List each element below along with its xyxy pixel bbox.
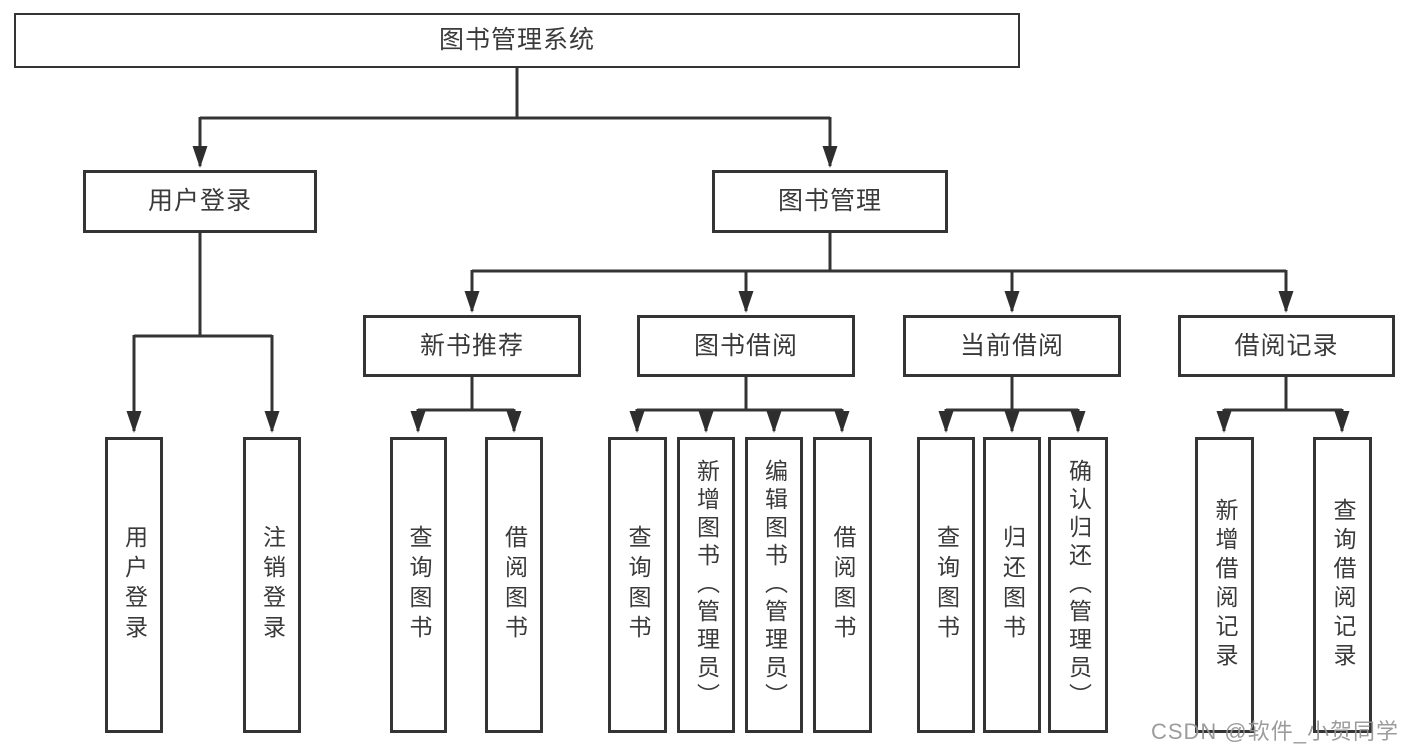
leaf-add-books-admin: 新增图书（管理员） bbox=[677, 437, 735, 733]
node-label: 查询图书 bbox=[933, 525, 960, 645]
node-label: 图书借阅 bbox=[693, 331, 798, 360]
node-label: 确认归还（管理员） bbox=[1065, 459, 1092, 711]
leaf-query-books-borrowing: 查询图书 bbox=[608, 437, 667, 733]
node-book-management: 图书管理 bbox=[712, 170, 948, 233]
leaf-borrow-books-recommend: 借阅图书 bbox=[485, 437, 543, 733]
leaf-confirm-return-admin: 确认归还（管理员） bbox=[1048, 437, 1108, 733]
leaf-query-books-current: 查询图书 bbox=[917, 437, 975, 733]
leaf-return-books: 归还图书 bbox=[983, 437, 1041, 733]
node-label: 新书推荐 bbox=[419, 331, 524, 360]
node-label: 图书管理 bbox=[777, 187, 882, 215]
leaf-borrow-books: 借阅图书 bbox=[813, 437, 872, 733]
leaf-edit-books-admin: 编辑图书（管理员） bbox=[745, 437, 803, 733]
node-label: 查询借阅记录 bbox=[1330, 498, 1356, 672]
node-label: 新增借阅记录 bbox=[1212, 498, 1238, 672]
node-book-borrowing: 图书借阅 bbox=[637, 315, 855, 377]
node-library-management-system: 图书管理系统 bbox=[14, 13, 1020, 68]
node-label: 当前借阅 bbox=[959, 331, 1064, 360]
node-new-book-recommendation: 新书推荐 bbox=[363, 315, 581, 377]
node-label: 编辑图书（管理员） bbox=[761, 459, 788, 711]
node-label: 图书管理系统 bbox=[438, 26, 595, 54]
csdn-watermark: CSDN @软件_小贺同学 bbox=[1150, 719, 1399, 744]
node-label: 借阅记录 bbox=[1234, 331, 1339, 360]
node-user-login: 用户登录 bbox=[83, 170, 317, 233]
node-label: 借阅图书 bbox=[830, 525, 856, 645]
leaf-user-login: 用户登录 bbox=[105, 437, 163, 733]
node-label: 查询图书 bbox=[406, 525, 432, 645]
node-label: 借阅图书 bbox=[501, 525, 528, 645]
node-current-borrowing: 当前借阅 bbox=[903, 315, 1121, 377]
node-label: 用户登录 bbox=[121, 525, 148, 645]
node-label: 查询图书 bbox=[625, 525, 651, 645]
node-borrowing-records: 借阅记录 bbox=[1178, 315, 1395, 377]
node-label: 归还图书 bbox=[999, 525, 1026, 645]
node-label: 新增图书（管理员） bbox=[693, 459, 720, 711]
node-label: 注销登录 bbox=[259, 525, 286, 645]
leaf-query-books-recommend: 查询图书 bbox=[390, 437, 447, 733]
leaf-logout: 注销登录 bbox=[243, 437, 301, 733]
leaf-add-borrow-record: 新增借阅记录 bbox=[1195, 437, 1254, 733]
node-label: 用户登录 bbox=[147, 187, 252, 215]
leaf-query-borrow-record: 查询借阅记录 bbox=[1313, 437, 1372, 733]
